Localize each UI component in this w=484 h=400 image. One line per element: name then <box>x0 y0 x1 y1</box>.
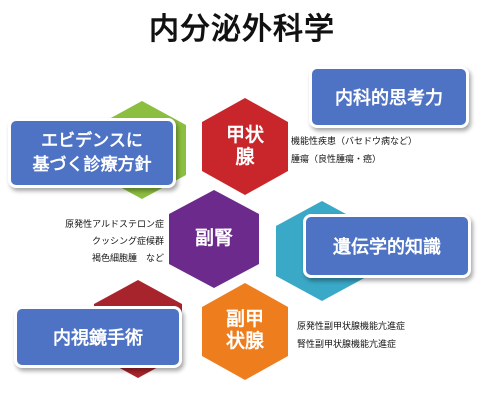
note-parathyroid-line: 腎性副甲状腺機能亢進症 <box>297 340 397 350</box>
note-parathyroid: 原発性副甲状腺機能亢進症 腎性副甲状腺機能亢進症 <box>297 320 405 352</box>
note-adrenal: 原発性アルドステロン症 クッシング症候群 褐色細胞腫 など <box>46 218 164 266</box>
hex-thyroid <box>202 98 288 195</box>
box-evidence: エビデンスに 基づく診療方針 <box>8 118 176 188</box>
note-parathyroid-line: 原発性副甲状腺機能亢進症 <box>297 322 406 332</box>
hex-label-adrenal: 副腎 <box>194 227 233 249</box>
note-thyroid: 機能性疾患（バセドウ病など） 腫瘍（良性腫瘍・癌） <box>291 135 417 167</box>
box-genetics: 遺伝学的知識 <box>303 214 471 278</box>
hex-label-thyroid: 甲状 腺 <box>225 124 264 168</box>
note-thyroid-line: 機能性疾患（バセドウ病など） <box>291 137 418 147</box>
note-adrenal-line: クッシング症候群 <box>91 237 164 247</box>
box-internal-medicine: 内科的思考力 <box>309 66 469 128</box>
hex-label-parathyroid: 副甲 状腺 <box>225 308 264 352</box>
hex-adrenal <box>169 190 259 288</box>
note-thyroid-line: 腫瘍（良性腫瘍・癌） <box>291 155 382 165</box>
hex-parathyroid <box>202 283 288 380</box>
page-title: 内分泌外科学 <box>149 12 335 47</box>
box-endoscopic: 内視鏡手術 <box>14 306 182 368</box>
note-adrenal-line: 原発性アルドステロン症 <box>65 220 164 230</box>
note-adrenal-line: 褐色細胞腫 など <box>91 254 164 264</box>
